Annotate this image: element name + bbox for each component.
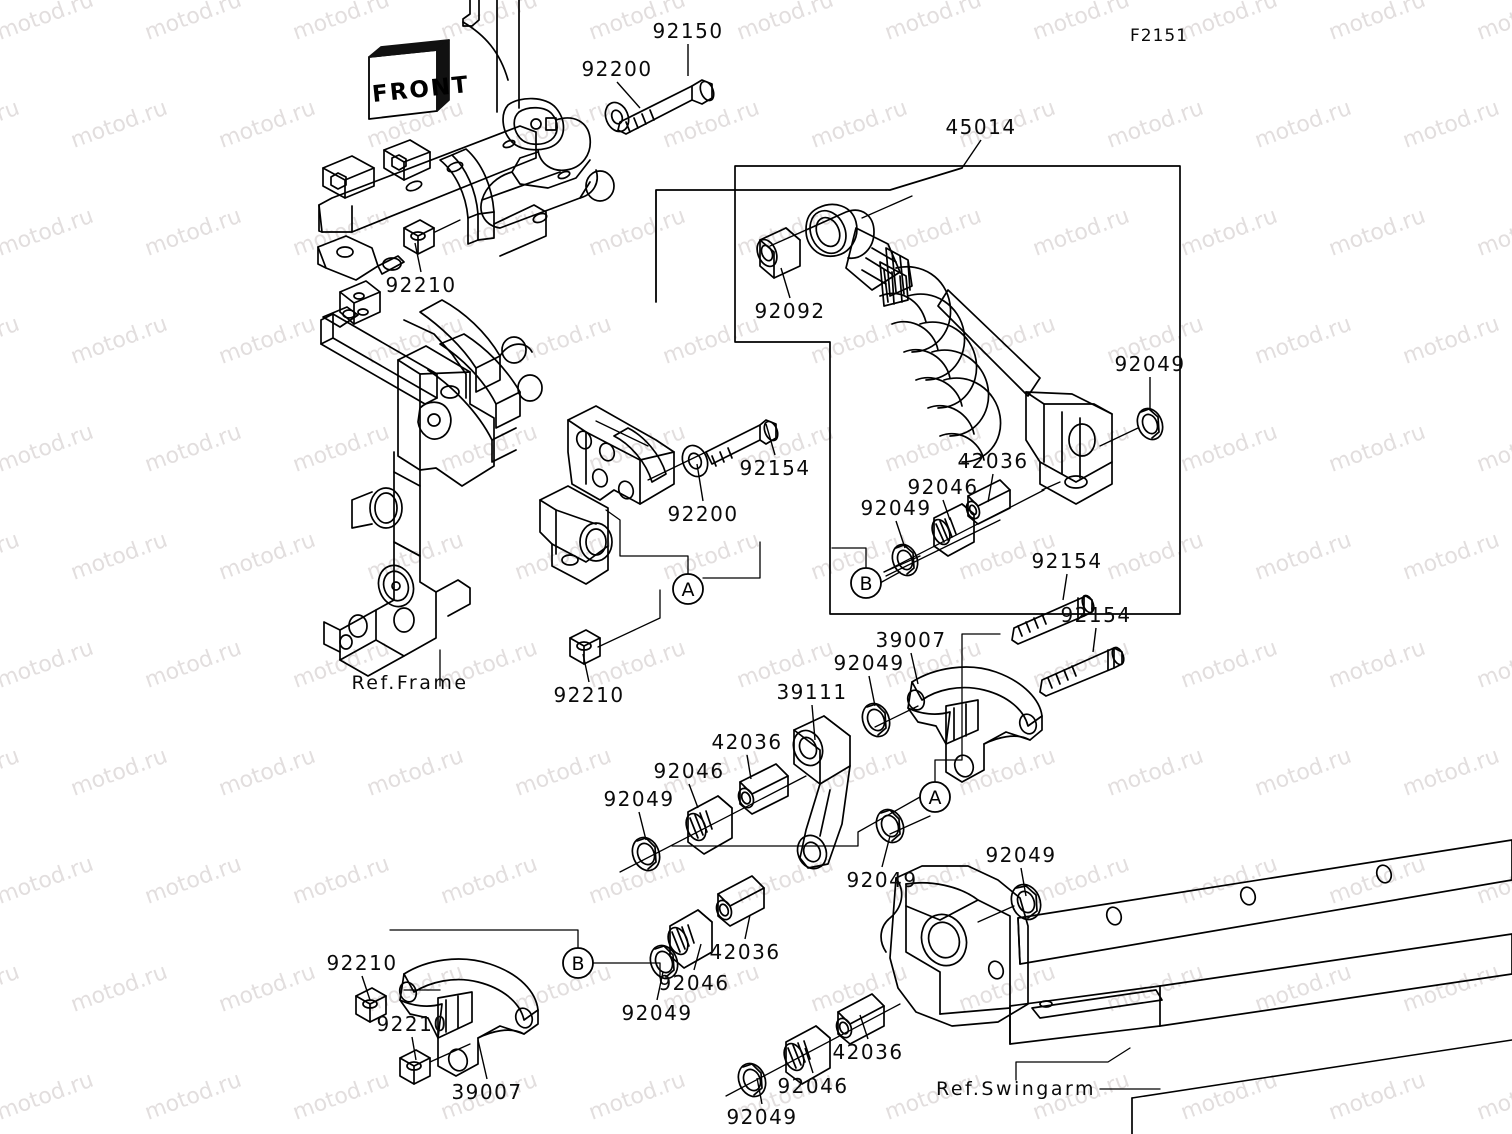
leader-92154 [1092, 627, 1097, 653]
part-label-92200: 92200 [667, 502, 739, 526]
bearing-set-lower-mid [649, 875, 765, 980]
bolt-92154-upper [1011, 594, 1095, 645]
part-label-92210: 92210 [385, 273, 457, 297]
diagram-code: F2151 [1130, 26, 1189, 46]
leader-92049 [638, 811, 647, 841]
leader-42036 [744, 914, 751, 940]
bolt-92154-mid [705, 419, 779, 467]
leader-92046 [688, 783, 699, 809]
leader-92210 [411, 1036, 417, 1061]
part-92092-bushing [756, 227, 801, 279]
leader-39007 [477, 1039, 488, 1080]
leader-42036 [859, 1014, 869, 1040]
nut-92210-lower-a [355, 987, 387, 1023]
part-label-42036: 42036 [711, 730, 783, 754]
svg-text:A: A [929, 787, 942, 809]
svg-text:B: B [571, 953, 584, 975]
rocker-arm-39007-upper [906, 666, 1043, 783]
leader-92210 [361, 975, 371, 1001]
callout-marker-b: B [850, 567, 882, 599]
leader-92200 [696, 463, 704, 502]
leader-92154 [765, 423, 776, 456]
part-label-39007: 39007 [875, 628, 947, 652]
front-arrow-label: FRONT [371, 72, 471, 108]
reference-label-refframe: Ref.Frame [351, 672, 469, 694]
part-label-92049: 92049 [833, 651, 905, 675]
leader-92049 [756, 1077, 763, 1105]
part-label-92049: 92049 [726, 1105, 798, 1129]
swingarm-reference [880, 839, 1512, 1134]
part-label-92210: 92210 [376, 1012, 448, 1036]
part-label-92049: 92049 [1114, 352, 1186, 376]
leader-92210 [582, 653, 590, 683]
seal-92049-rocker-upper [861, 702, 891, 738]
part-label-92150: 92150 [652, 19, 724, 43]
washer-92200-upper [604, 101, 630, 133]
part-label-92049: 92049 [860, 496, 932, 520]
part-label-92154: 92154 [1060, 603, 1132, 627]
callout-marker-a: A [672, 573, 704, 605]
leader-45014 [961, 139, 982, 169]
reference-label-refswingarm: Ref.Swingarm [936, 1078, 1096, 1100]
seal-92049-swingarm [1010, 883, 1042, 921]
part-label-39007: 39007 [451, 1080, 523, 1104]
bearing-set-lower-right [725, 993, 901, 1098]
frame-assembly-upper [317, 0, 615, 328]
nut-92210-upper [403, 219, 435, 255]
leader-92046 [804, 1047, 814, 1074]
leader-42036 [746, 754, 752, 780]
leader-92046 [693, 943, 702, 971]
part-label-92049: 92049 [621, 1001, 693, 1025]
leader-92200 [616, 81, 641, 109]
part-label-92154: 92154 [1031, 549, 1103, 573]
callout-marker-a: A [919, 781, 951, 813]
bearing-set-a [619, 763, 807, 873]
part-label-45014: 45014 [945, 115, 1017, 139]
part-label-92210: 92210 [326, 951, 398, 975]
part-label-92092: 92092 [754, 299, 826, 323]
part-label-92210: 92210 [553, 683, 625, 707]
part-label-92049: 92049 [846, 868, 918, 892]
front-arrow-icon [368, 39, 450, 120]
part-label-92046: 92046 [653, 759, 725, 783]
part-label-92046: 92046 [658, 971, 730, 995]
bearing-set-b [883, 479, 1045, 577]
leader-92049 [656, 971, 664, 1001]
frame-assembly-lower [320, 299, 675, 677]
svg-text:B: B [859, 573, 872, 595]
part-label-42036: 42036 [709, 940, 781, 964]
leader-92154 [1062, 573, 1068, 601]
leader-92092 [780, 267, 791, 299]
leader-39111 [811, 704, 816, 741]
leader-92210 [414, 242, 422, 273]
leader-92049 [868, 675, 876, 707]
part-label-92046: 92046 [777, 1074, 849, 1098]
part-label-92049: 92049 [985, 843, 1057, 867]
leader-92049 [1020, 867, 1027, 897]
tie-rod-39111 [792, 715, 851, 870]
part-label-42036: 42036 [957, 449, 1029, 473]
rocker-arm-39007-lower [398, 958, 539, 1077]
leader-92049 [881, 835, 891, 868]
leader-lines [389, 189, 1161, 1090]
bolt-92154-lower [1039, 646, 1125, 697]
leader-92049 [895, 520, 906, 549]
part-label-92046: 92046 [907, 475, 979, 499]
nut-92210-lower-b [399, 1049, 431, 1085]
leader-42036 [987, 473, 994, 503]
shock-absorber-45014 [655, 165, 1181, 615]
part-label-42036: 42036 [832, 1040, 904, 1064]
part-label-92049: 92049 [603, 787, 675, 811]
part-label-92154: 92154 [739, 456, 811, 480]
leader-92046 [942, 499, 951, 521]
callout-marker-b: B [562, 947, 594, 979]
part-label-92200: 92200 [581, 57, 653, 81]
svg-text:A: A [682, 579, 695, 601]
part-92049-seal-a [1136, 407, 1164, 441]
leader-39007 [910, 652, 919, 685]
part-label-39111: 39111 [776, 680, 848, 704]
